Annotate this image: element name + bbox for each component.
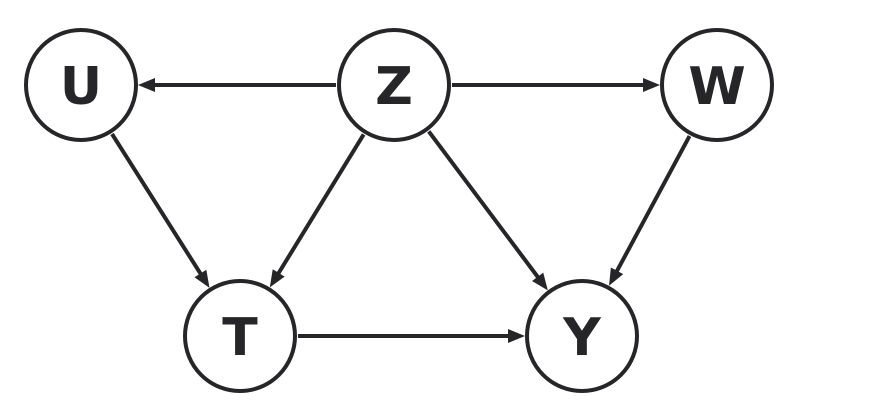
node-t: T xyxy=(183,279,297,393)
arrowhead-icon xyxy=(138,78,155,92)
edge-z-to-u xyxy=(138,78,336,92)
arrowhead-icon xyxy=(269,269,285,288)
node-label: Y xyxy=(562,308,602,368)
node-w: W xyxy=(660,28,774,142)
node-circle xyxy=(24,28,138,142)
arrowhead-icon xyxy=(643,78,660,92)
node-z: Z xyxy=(337,28,451,142)
edge-line xyxy=(427,130,541,280)
arrowhead-icon xyxy=(508,329,525,343)
node-circle xyxy=(660,28,774,142)
node-circle xyxy=(183,279,297,393)
arrowhead-icon xyxy=(194,269,210,288)
node-label: W xyxy=(688,57,745,117)
edge-z-to-t xyxy=(269,133,366,288)
node-label: U xyxy=(60,57,102,117)
edge-t-to-y xyxy=(298,329,525,343)
edge-z-to-w xyxy=(452,78,660,92)
edges-layer xyxy=(110,78,692,343)
arrowhead-icon xyxy=(608,267,624,286)
edge-u-to-t xyxy=(110,132,210,288)
nodes-layer: U Z W T Y xyxy=(24,28,774,393)
node-y: Y xyxy=(525,279,639,393)
node-u: U xyxy=(24,28,138,142)
node-circle xyxy=(525,279,639,393)
node-circle xyxy=(337,28,451,142)
edge-w-to-y xyxy=(608,135,692,286)
edge-line xyxy=(275,133,366,276)
node-label: Z xyxy=(375,57,413,117)
edge-line xyxy=(614,135,692,274)
node-label: T xyxy=(222,308,258,368)
edge-z-to-y xyxy=(427,130,548,291)
edge-line xyxy=(110,132,204,277)
arrowhead-icon xyxy=(532,272,548,291)
